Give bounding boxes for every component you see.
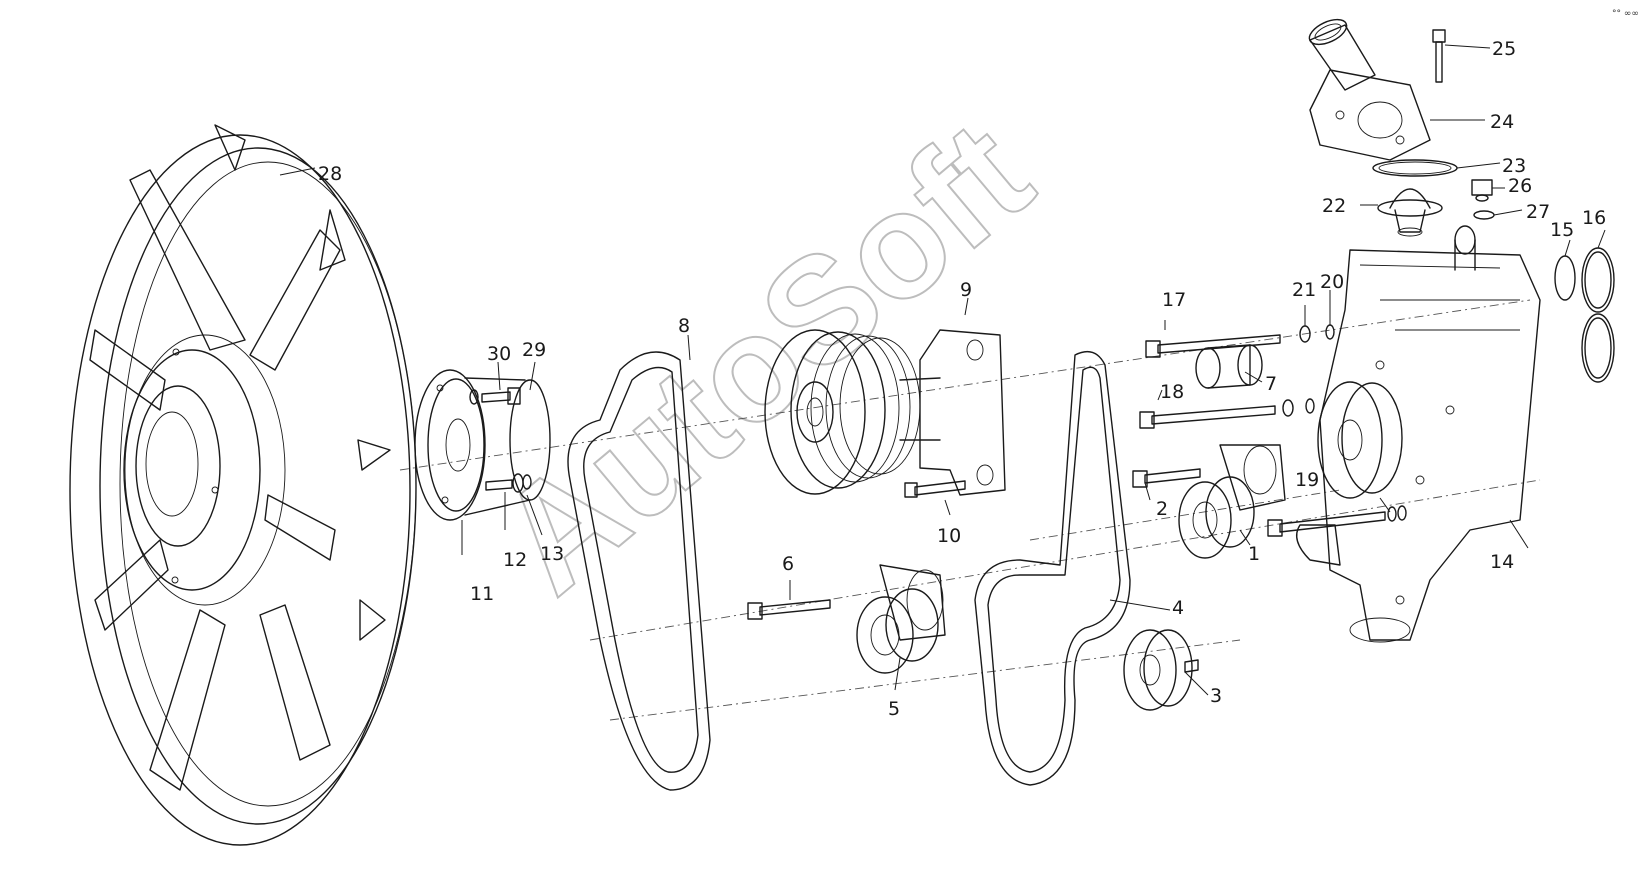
callout-28: 28 [318,163,342,185]
callout-23: 23 [1502,155,1526,177]
leader-lines [279,44,1606,696]
callout-16: 16 [1582,207,1606,229]
callout-11: 11 [470,583,494,605]
callout-14: 14 [1490,551,1514,573]
callout-8: 8 [678,315,690,337]
callout-3: 3 [1210,685,1222,707]
callout-17: 17 [1162,289,1186,311]
part-9-pulley-bracket [764,329,1006,496]
callout-9: 9 [960,279,972,301]
part-18-bolt [1139,405,1276,429]
part-22-thermostat [1377,188,1443,237]
part-15-16-o-rings [1554,247,1615,383]
part-14-water-pump-housing [1296,225,1541,643]
callout-24: 24 [1490,111,1514,133]
callout-5: 5 [888,698,900,720]
part-2-bolt [1132,468,1201,488]
callout-27: 27 [1526,201,1550,223]
callout-6: 6 [782,553,794,575]
callout-15: 15 [1550,219,1574,241]
callout-29: 29 [522,339,546,361]
callout-22: 22 [1322,195,1346,217]
part-23-seal-ring [1372,159,1458,177]
callout-18: 18 [1160,381,1184,403]
callout-12: 12 [503,549,527,571]
part-25-bolt [1432,29,1446,83]
part-19-bolt [1267,505,1407,537]
callout-10: 10 [937,525,961,547]
part-26-27-plug-washer [1471,179,1495,220]
callout-21: 21 [1292,279,1316,301]
callout-19: 19 [1295,469,1319,491]
part-29-30-bolt-washer [469,387,521,405]
callout-4: 4 [1172,597,1184,619]
part-7-idler [1195,344,1263,389]
callout-13: 13 [540,543,564,565]
part-3-idler-pulley [1123,629,1199,711]
callout-labels: 1 2 3 4 5 6 7 8 9 10 11 12 13 14 15 16 1… [318,38,1606,720]
part-6-bolt [747,599,831,620]
callout-26: 26 [1508,175,1532,197]
callout-20: 20 [1320,271,1344,293]
part-17-bolt [1145,334,1281,358]
part-5-tensioner [856,564,946,674]
callout-25: 25 [1492,38,1516,60]
part-24-thermostat-housing [1308,18,1431,161]
callout-2: 2 [1156,498,1168,520]
callout-7: 7 [1265,373,1277,395]
part-8-belt [567,351,711,791]
part-12-13-bolt-washer [485,473,532,493]
part-10-bolt [904,480,966,498]
part-4-belt [974,351,1131,786]
callout-1: 1 [1248,543,1260,565]
corner-mark: °° ∞∞ [1612,9,1639,19]
part-11-hub-spacer [414,369,551,521]
part-1-tensioner [1178,444,1286,559]
callout-30: 30 [487,343,511,365]
part-28-fan [69,124,417,846]
